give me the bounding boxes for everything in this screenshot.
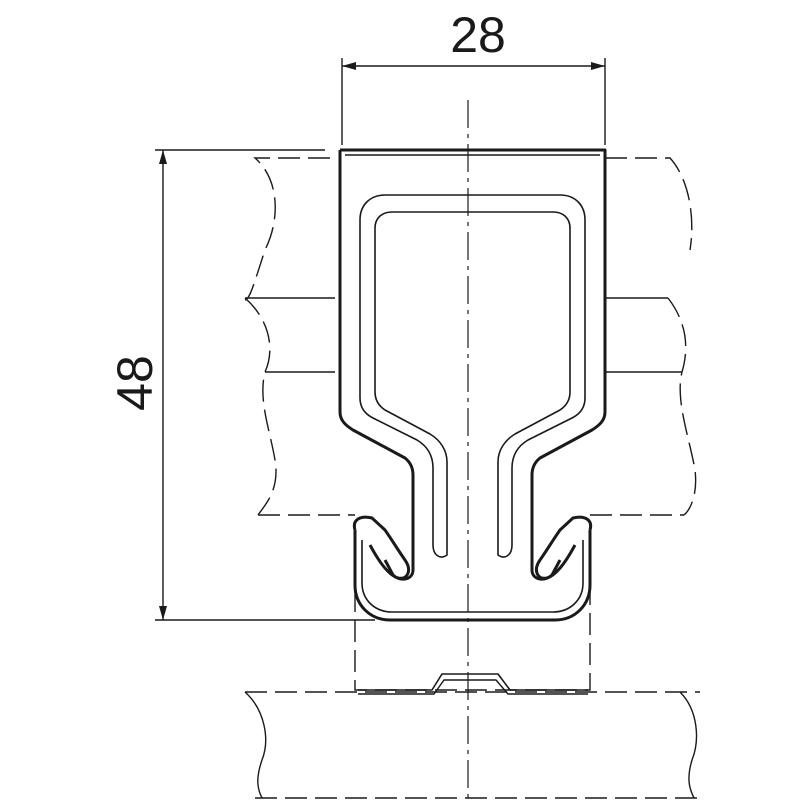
height-dimension-label: 48 [107, 355, 163, 411]
width-dimension-label: 28 [450, 7, 506, 63]
surrounding-part-outline [244, 157, 700, 799]
height-dimension: 48 [107, 149, 375, 621]
profile-section [338, 148, 607, 622]
width-dimension: 28 [341, 7, 606, 145]
